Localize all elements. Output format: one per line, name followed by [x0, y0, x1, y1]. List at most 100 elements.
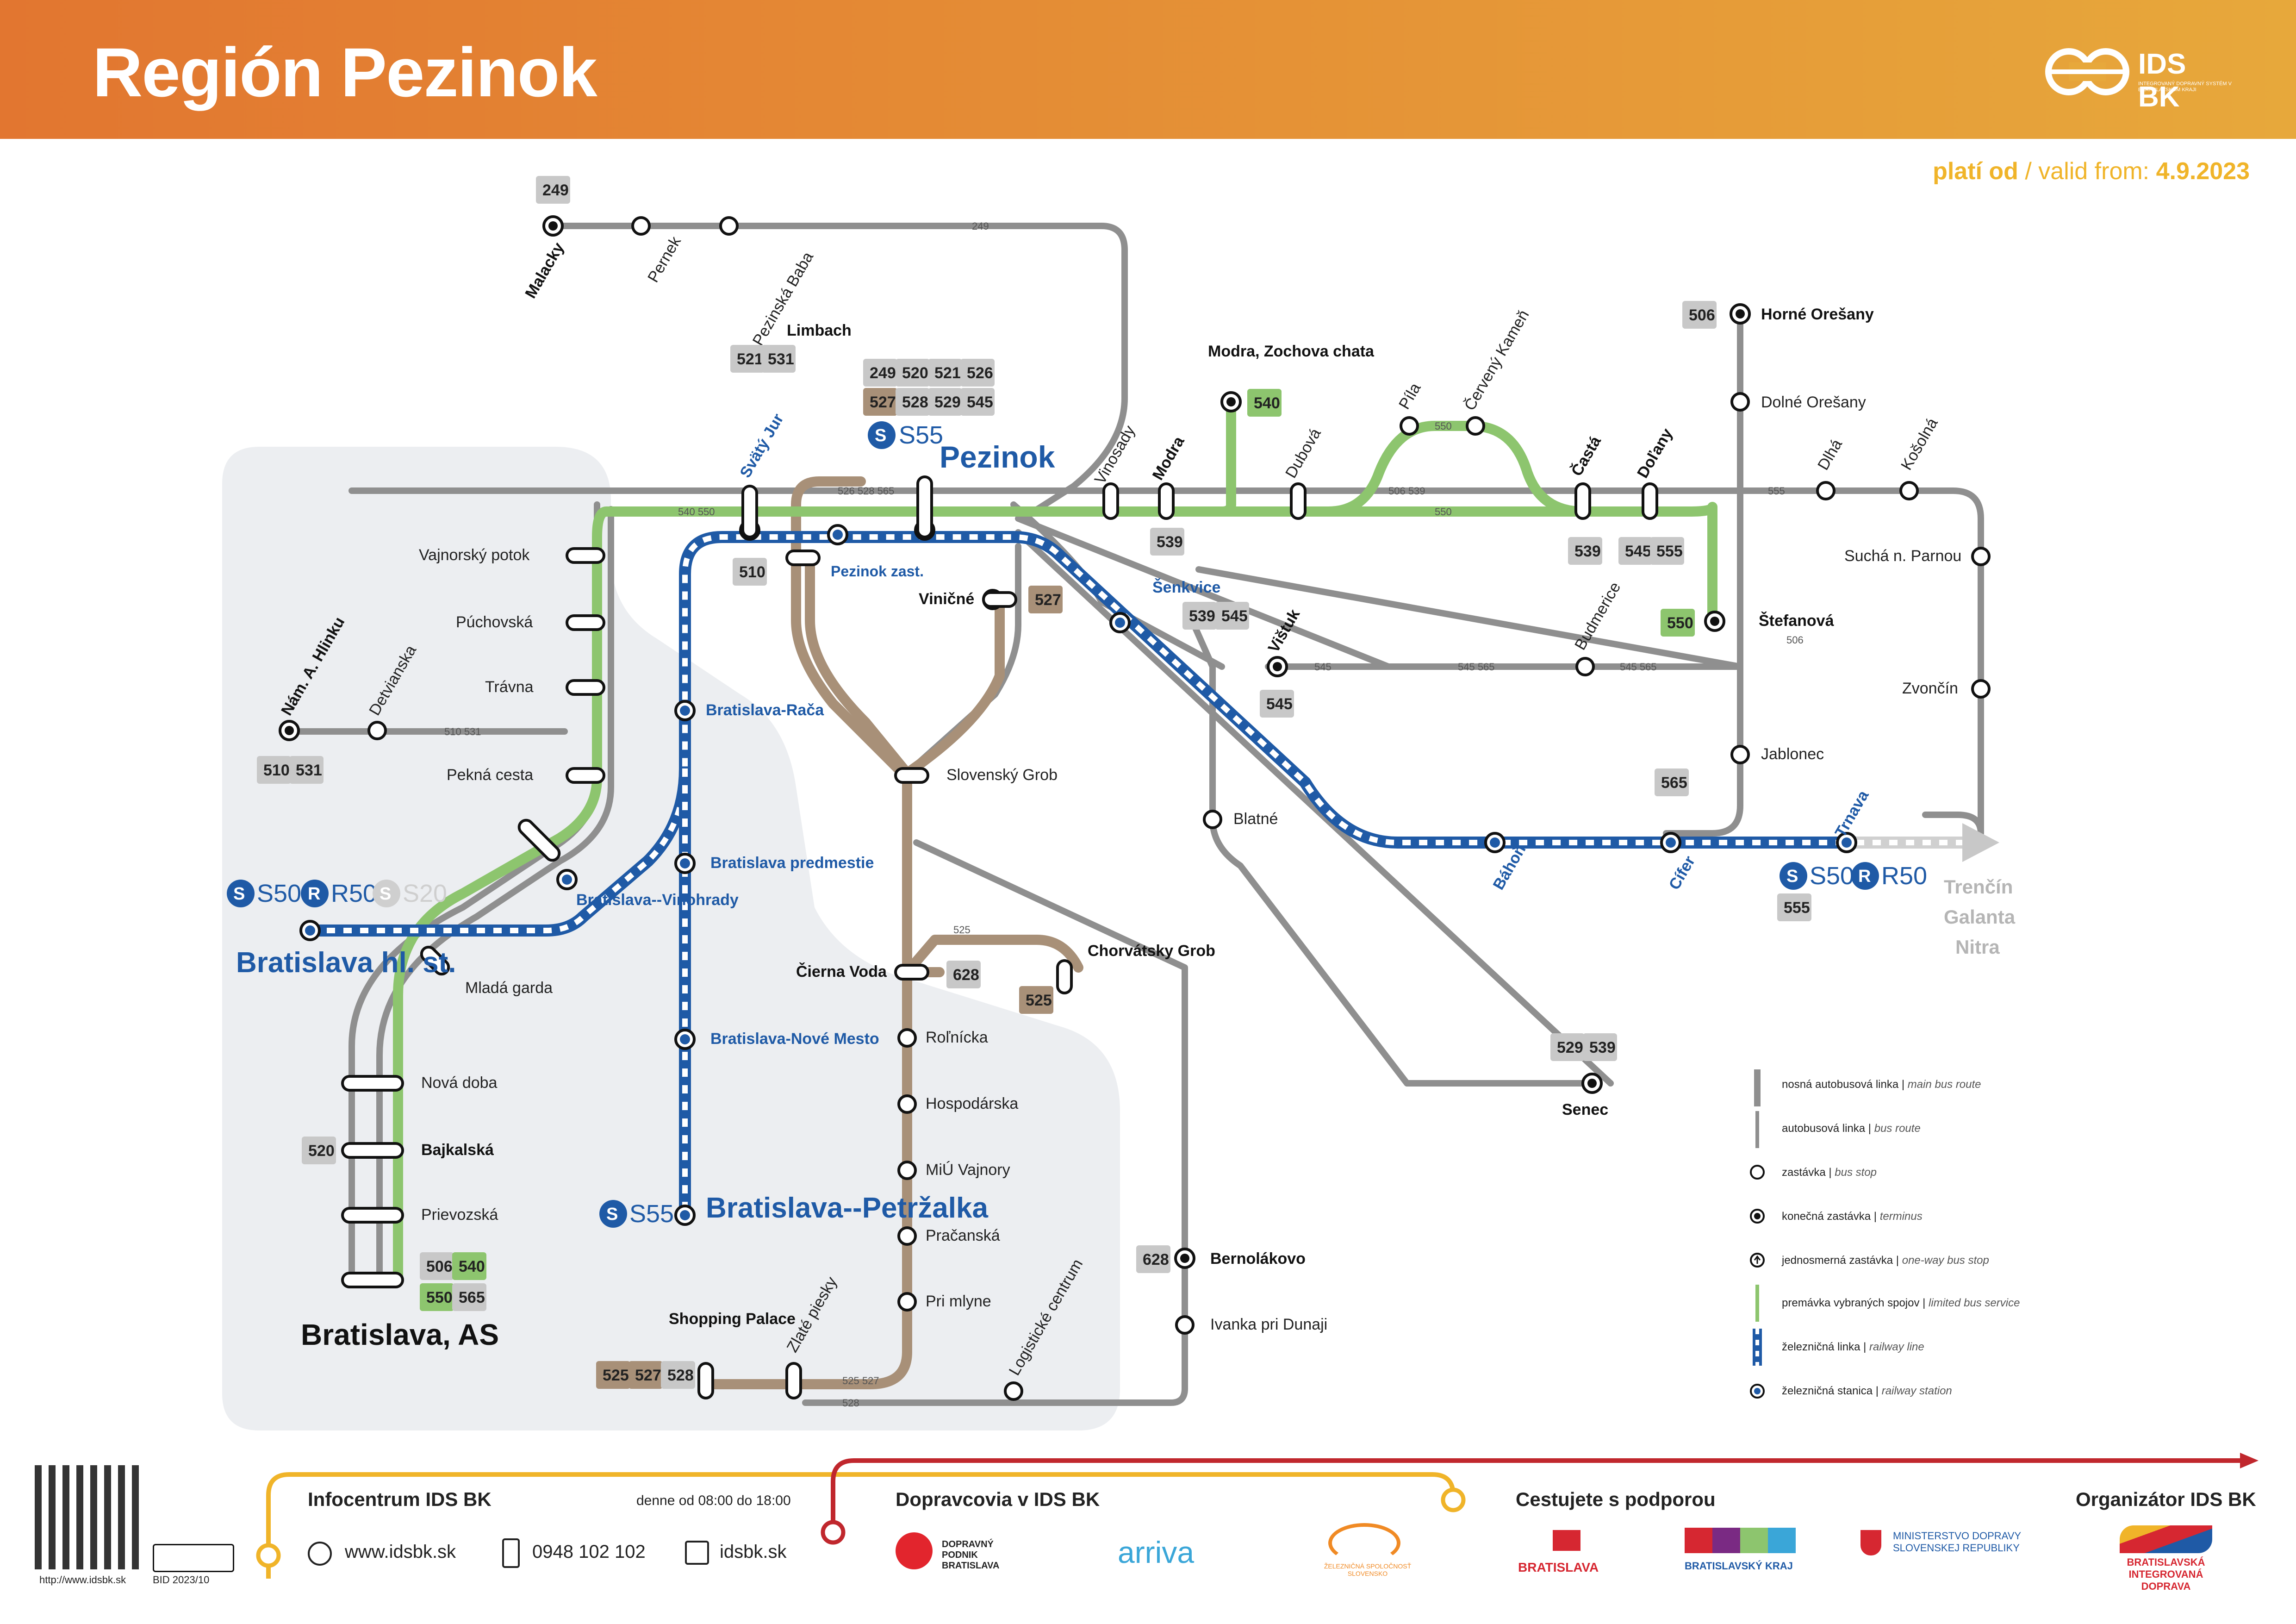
- stop-dolne-oresany[interactable]: [1730, 392, 1750, 412]
- badge-628: 628: [946, 961, 981, 988]
- phone-number[interactable]: 0948 102 102: [532, 1542, 646, 1562]
- terminus-nam-hlinku[interactable]: [279, 720, 300, 741]
- label-pernek: Pernek: [644, 233, 684, 285]
- legend-item-7: železničná linka | railway line: [1782, 1341, 1924, 1353]
- station-bahon[interactable]: [1484, 832, 1506, 853]
- label-mlada-garda: Mladá garda: [465, 979, 553, 997]
- label-pekna-cesta: Pekná cesta: [447, 766, 533, 784]
- stop-shopping-palace[interactable]: [697, 1362, 714, 1399]
- badge-545: 545: [1260, 690, 1294, 718]
- stop-vinosady[interactable]: [1102, 482, 1119, 520]
- stop-prievozska[interactable]: [341, 1207, 404, 1224]
- svg-text:550: 550: [426, 1289, 453, 1306]
- stop-casta[interactable]: [1574, 482, 1591, 520]
- terminus-bernolakovo[interactable]: [1174, 1248, 1195, 1269]
- stop-zlate-piesky[interactable]: [785, 1362, 802, 1399]
- station-cifer[interactable]: [1660, 832, 1681, 853]
- label-miu: MiÚ Vajnory: [926, 1161, 1010, 1179]
- terminus-modra-chata[interactable]: [1220, 391, 1242, 412]
- stop-vajnorsky[interactable]: [566, 547, 605, 564]
- stop-pri-mlyne[interactable]: [897, 1292, 917, 1312]
- line-label: 545: [1314, 661, 1332, 673]
- stop-pezinok-zast-bus[interactable]: [785, 550, 821, 566]
- stop-sucha[interactable]: [1971, 547, 1991, 566]
- stop-cierna-voda[interactable]: [894, 964, 929, 981]
- terminus-malacky[interactable]: [542, 215, 564, 237]
- stop-pezinok-bus[interactable]: [916, 475, 933, 538]
- stop-rolnicka[interactable]: [897, 1028, 917, 1048]
- cc-license-icon: [153, 1544, 234, 1572]
- stop-nova-doba[interactable]: [341, 1075, 404, 1092]
- terminus-vistuk[interactable]: [1267, 656, 1288, 677]
- stop-modra[interactable]: [1158, 482, 1175, 520]
- station-nove-mesto[interactable]: [674, 1029, 696, 1050]
- station-vinohrady[interactable]: [556, 869, 578, 890]
- label-dolne-oresany: Dolné Orešany: [1761, 394, 1866, 411]
- stop-dlha[interactable]: [1816, 481, 1836, 500]
- svg-text:S20: S20: [403, 880, 447, 907]
- stop-budmerice[interactable]: [1575, 657, 1595, 676]
- stop-travna[interactable]: [566, 679, 605, 696]
- stop-detvianska[interactable]: [367, 721, 387, 740]
- bid-logo-icon: [2120, 1525, 2212, 1553]
- station-bratislava-hl[interactable]: [299, 920, 321, 941]
- stop-bratislava-as[interactable]: [341, 1272, 404, 1288]
- stop-zvoncin[interactable]: [1971, 679, 1991, 699]
- stop-mlada-garda[interactable]: [419, 944, 452, 977]
- station-trnava[interactable]: [1836, 832, 1857, 853]
- qr-code[interactable]: [35, 1465, 139, 1569]
- station-raca[interactable]: [674, 700, 696, 721]
- stop-miu[interactable]: [897, 1161, 917, 1180]
- stop-bajkalska[interactable]: [341, 1142, 404, 1159]
- stop-blatne[interactable]: [1203, 810, 1222, 829]
- terminus-stefanova[interactable]: [1704, 611, 1725, 632]
- svg-text:528: 528: [667, 1367, 694, 1384]
- zssk-logo: [1328, 1523, 1400, 1563]
- stop-ivanka[interactable]: [1175, 1315, 1195, 1335]
- support-bratislava: BRATISLAVA: [1518, 1560, 1599, 1574]
- stop-cerveny-kamen[interactable]: [1466, 416, 1485, 436]
- stop-vinohrady-bus[interactable]: [516, 818, 562, 863]
- label-vinicne: Viničné: [919, 590, 974, 608]
- badge-531b: 531: [289, 756, 324, 784]
- stop-dolany[interactable]: [1642, 482, 1658, 520]
- svg-text:S: S: [875, 426, 886, 445]
- stop-puchovska[interactable]: [566, 614, 605, 631]
- valid-label-en: / valid from:: [2025, 158, 2150, 185]
- terminus-horne-oresany[interactable]: [1730, 303, 1751, 325]
- stop-hospodarska[interactable]: [897, 1094, 917, 1114]
- badge-539b: 539: [1568, 537, 1602, 565]
- terminus-senec[interactable]: [1581, 1073, 1603, 1094]
- station-pezinok-zast[interactable]: [827, 524, 848, 545]
- stop-logisticke[interactable]: [1004, 1381, 1023, 1401]
- label-nitra: Nitra: [1955, 936, 2000, 958]
- label-sucha: Suchá n. Parnou: [1844, 547, 1961, 565]
- stop-chorvatsky-grob[interactable]: [1056, 959, 1073, 994]
- stop-slovensky-grob[interactable]: [894, 767, 929, 784]
- legend-limited-icon: [1755, 1285, 1759, 1322]
- stop-jablonec[interactable]: [1730, 745, 1750, 764]
- web-link[interactable]: www.idsbk.sk: [345, 1542, 456, 1562]
- stop-pracanska[interactable]: [897, 1226, 917, 1246]
- qr-url[interactable]: http://www.idsbk.sk: [39, 1574, 126, 1586]
- info-title: Infocentrum IDS BK: [308, 1488, 492, 1510]
- social-link[interactable]: idsbk.sk: [720, 1542, 787, 1562]
- stop-pernek[interactable]: [631, 216, 651, 236]
- stop-svaty-jur-bus[interactable]: [741, 485, 758, 538]
- stop-kosolna[interactable]: [1899, 481, 1919, 500]
- stop-pezinska-baba[interactable]: [719, 216, 739, 236]
- stop-pila[interactable]: [1400, 416, 1419, 436]
- stop-dubova[interactable]: [1290, 482, 1307, 520]
- svg-text:506: 506: [1689, 306, 1715, 324]
- stop-vinicne-bus[interactable]: [982, 591, 1017, 608]
- station-senkvice[interactable]: [1109, 612, 1131, 633]
- legend-item-3: zastávka | bus stop: [1782, 1166, 1877, 1179]
- svg-text:545: 545: [1266, 695, 1293, 713]
- stop-pekna-cesta[interactable]: [566, 767, 605, 784]
- legend-stop-icon: [1750, 1165, 1765, 1180]
- badge-506: 506: [1682, 301, 1717, 329]
- station-petrzalka[interactable]: [674, 1205, 696, 1226]
- station-predmestie[interactable]: [674, 853, 696, 874]
